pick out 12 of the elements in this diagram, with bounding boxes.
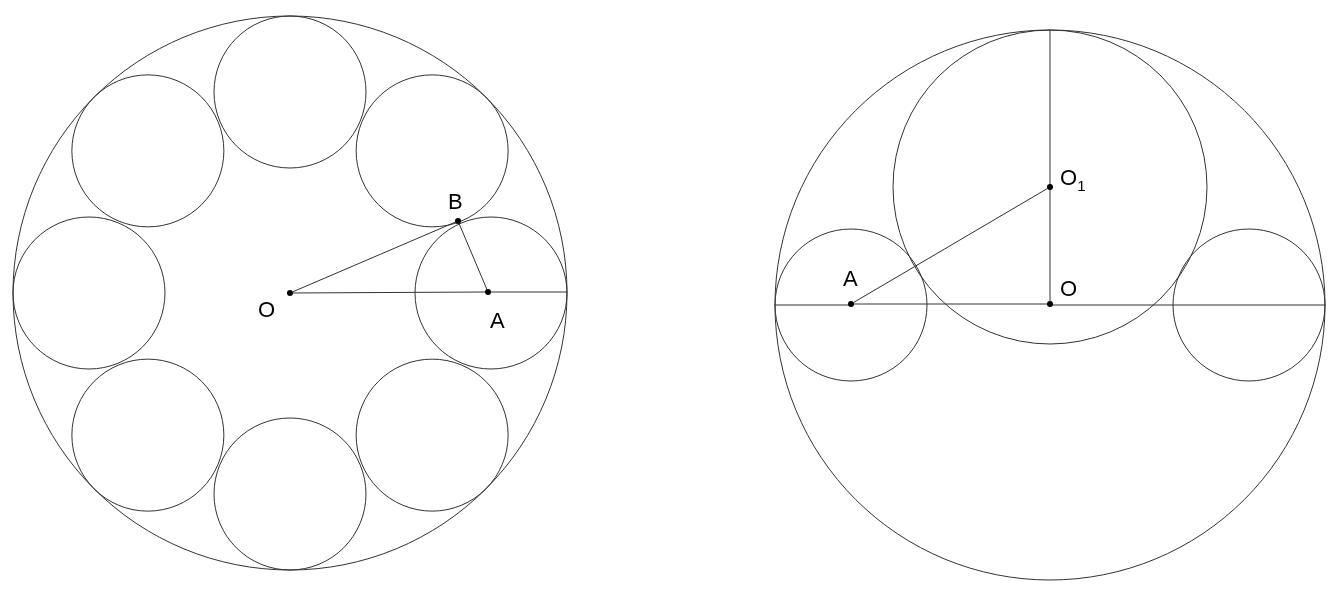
line-segment	[1049, 189, 1051, 302]
point-label: A	[843, 268, 858, 290]
point-label: A	[490, 310, 505, 332]
line-segment	[458, 223, 488, 290]
point-label: O	[1060, 278, 1078, 300]
point-label: O	[258, 299, 276, 321]
line-segment	[292, 221, 456, 293]
point-label: B	[448, 191, 463, 213]
line-segment	[292, 291, 486, 294]
line-segment	[853, 303, 1048, 305]
point-label: O$_{1}$	[1060, 167, 1086, 196]
line-segment	[853, 188, 1048, 303]
